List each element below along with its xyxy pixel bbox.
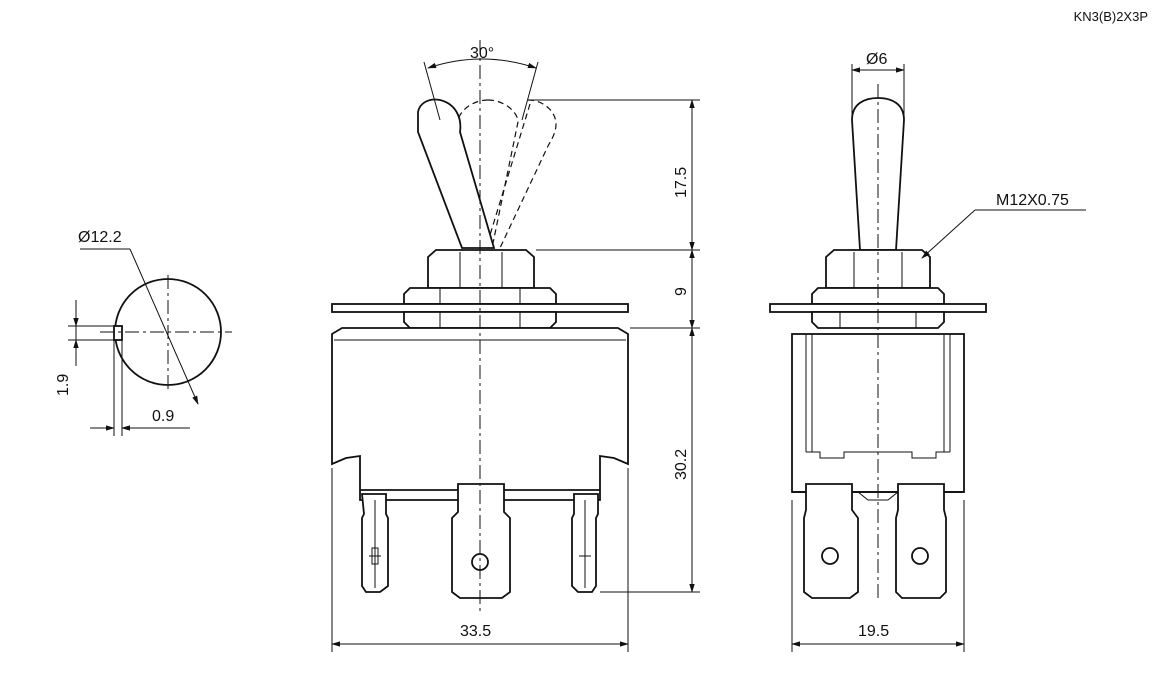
body-width-label: 33.5 [460,623,491,640]
bushing-height-label: 9 [673,287,690,296]
front-view: 30° [331,40,700,652]
side-width-label: 19.5 [858,623,889,640]
side-terminal-left-hole [821,547,839,565]
lever-solid [417,98,496,249]
panel-cutout-view: Ø12.2 1.9 0.9 [55,229,232,436]
diameter-leader [129,248,199,405]
lever-height-label: 17.5 [673,167,690,198]
key-width-label: 0.9 [152,408,174,425]
body-height-label: 30.2 [673,449,690,480]
side-terminal-right-hole [911,547,929,565]
bushing-nut [427,249,535,289]
side-view: Ø6 M12X0.75 [769,51,1086,652]
terminal-center [451,483,511,599]
thread-label: M12X0.75 [996,192,1069,209]
key-notch [113,325,123,341]
part-code: KN3(B)2X3P [1073,9,1148,24]
cutout-diameter-label: Ø12.2 [78,229,122,246]
lever-right-ghost [499,99,557,249]
side-terminal-right [895,483,947,599]
angle-label: 30° [470,45,494,62]
lever-diameter-label: Ø6 [866,51,887,68]
side-terminal-left [803,483,859,599]
side-lever [851,97,905,251]
key-height-label: 1.9 [55,374,72,396]
